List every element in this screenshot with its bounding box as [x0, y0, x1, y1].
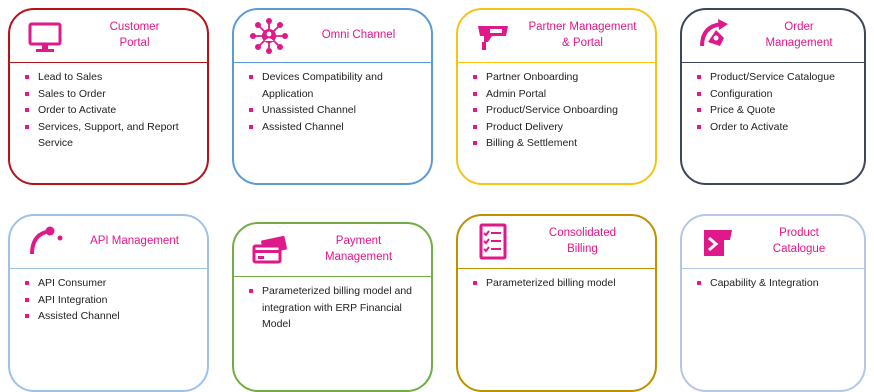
- card-header: Partner Management & Portal: [458, 10, 655, 62]
- card-title: Product Catalogue: [740, 216, 858, 266]
- title-line: Customer: [109, 21, 160, 33]
- list-item: Unassisted Channel: [248, 102, 423, 119]
- card-header: Omni Channel: [234, 10, 431, 62]
- title-line: Omni Channel: [321, 29, 396, 41]
- feature-list: Capability & Integration: [682, 269, 864, 292]
- title-line: Management: [324, 251, 393, 263]
- omni-channel-network-icon: [248, 16, 290, 56]
- card-divider: [682, 62, 864, 63]
- card-header: Payment Management: [234, 224, 431, 276]
- card-divider: [458, 268, 655, 269]
- feature-list: API Consumer API Integration Assisted Ch…: [10, 269, 207, 325]
- feature-list: Devices Compatibility and Application Un…: [234, 63, 431, 135]
- title-line: Partner Management: [528, 21, 637, 33]
- feature-list: Parameterized billing model: [458, 269, 655, 292]
- card-payment-management: Payment Management Parameterized billing…: [232, 222, 433, 392]
- title-line: Billing: [567, 243, 598, 255]
- title-line: API Management: [90, 235, 179, 247]
- list-item: Capability & Integration: [696, 275, 856, 292]
- order-management-icon: [696, 16, 738, 56]
- list-item: API Integration: [24, 292, 199, 309]
- card-order-management: Order Management Product/Service Catalog…: [680, 8, 866, 185]
- card-header: Product Catalogue: [682, 216, 864, 268]
- title-line: & Portal: [562, 37, 603, 49]
- feature-list: Product/Service Catalogue Configuration …: [682, 63, 864, 135]
- list-item: API Consumer: [24, 275, 199, 292]
- card-divider: [234, 276, 431, 277]
- card-divider: [10, 268, 207, 269]
- title-line: Order: [784, 21, 814, 33]
- card-omni-channel: Omni Channel Devices Compatibility and A…: [232, 8, 433, 185]
- list-item: Order to Activate: [24, 102, 199, 119]
- list-item: Product Delivery: [472, 119, 647, 136]
- list-item: Parameterized billing model: [472, 275, 647, 292]
- card-title: Customer Portal: [68, 10, 201, 60]
- monitor-icon: [24, 16, 66, 56]
- card-title: Order Management: [740, 10, 858, 60]
- list-item: Product/Service Catalogue: [696, 69, 856, 86]
- card-header: Consolidated Billing: [458, 216, 655, 268]
- title-line: Portal: [119, 37, 150, 49]
- list-item: Order to Activate: [696, 119, 856, 136]
- title-line: Consolidated: [548, 227, 617, 239]
- list-item: Assisted Channel: [248, 119, 423, 136]
- card-divider: [10, 62, 207, 63]
- product-catalogue-icon: [696, 222, 738, 262]
- list-item: Devices Compatibility and Application: [248, 69, 423, 102]
- list-item: Admin Portal: [472, 86, 647, 103]
- feature-list: Parameterized billing model and integrat…: [234, 277, 431, 333]
- card-title: API Management: [68, 216, 201, 266]
- card-api-management: API Management API Consumer API Integrat…: [8, 214, 209, 392]
- title-line: Payment: [335, 235, 382, 247]
- list-item: Partner Onboarding: [472, 69, 647, 86]
- title-line: Management: [765, 37, 833, 49]
- card-title: Omni Channel: [292, 10, 425, 60]
- card-divider: [458, 62, 655, 63]
- list-item: Product/Service Onboarding: [472, 102, 647, 119]
- card-header: API Management: [10, 216, 207, 268]
- card-product-catalogue: Product Catalogue Capability & Integrati…: [680, 214, 866, 392]
- list-item: Services, Support, and Report Service: [24, 119, 199, 152]
- feature-list: Lead to Sales Sales to Order Order to Ac…: [10, 63, 207, 152]
- list-item: Price & Quote: [696, 102, 856, 119]
- card-partner-management: Partner Management & Portal Partner Onbo…: [456, 8, 657, 185]
- partner-portal-icon: [472, 16, 514, 56]
- list-item: Assisted Channel: [24, 308, 199, 325]
- list-item: Parameterized billing model and integrat…: [248, 283, 423, 333]
- card-divider: [682, 268, 864, 269]
- card-divider: [234, 62, 431, 63]
- list-item: Billing & Settlement: [472, 135, 647, 152]
- card-customer-portal: Customer Portal Lead to Sales Sales to O…: [8, 8, 209, 185]
- card-title: Payment Management: [292, 224, 425, 274]
- list-item: Sales to Order: [24, 86, 199, 103]
- list-item: Configuration: [696, 86, 856, 103]
- card-header: Order Management: [682, 10, 864, 62]
- list-item: Lead to Sales: [24, 69, 199, 86]
- card-header: Customer Portal: [10, 10, 207, 62]
- title-line: Catalogue: [772, 243, 826, 255]
- card-title: Consolidated Billing: [516, 216, 649, 266]
- payment-card-icon: [248, 230, 290, 270]
- checklist-icon: [472, 222, 514, 262]
- feature-list: Partner Onboarding Admin Portal Product/…: [458, 63, 655, 152]
- title-line: Product: [779, 227, 819, 239]
- card-title: Partner Management & Portal: [516, 10, 649, 60]
- card-consolidated-billing: Consolidated Billing Parameterized billi…: [456, 214, 657, 392]
- api-management-icon: [24, 222, 66, 262]
